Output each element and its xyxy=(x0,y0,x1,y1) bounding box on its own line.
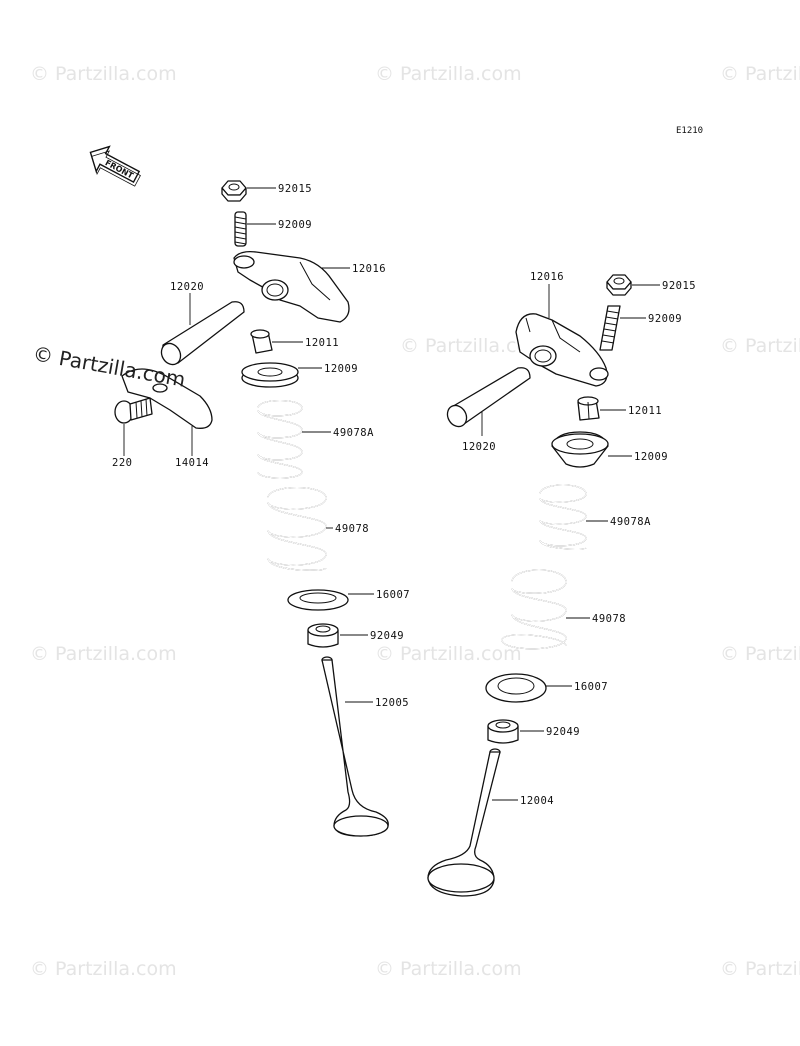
part-label: 12005 xyxy=(375,697,409,709)
right-valve-assembly: 12016 92015 92009 12011 12020 xyxy=(427,271,696,897)
outer-spring-icon xyxy=(501,569,567,650)
part-label: 92009 xyxy=(278,219,312,231)
watermark: © Partzilla.com xyxy=(720,643,800,665)
part-label: 49078A xyxy=(610,516,651,528)
nut-icon xyxy=(221,180,247,202)
part-label: 14014 xyxy=(175,457,209,469)
watermark: © Partzilla.com xyxy=(375,643,522,665)
diagram-code: E1210 xyxy=(676,126,703,136)
part-label: 12004 xyxy=(520,795,554,807)
part-label: 12009 xyxy=(324,363,358,375)
rocker-arm-icon xyxy=(515,313,609,387)
bolt-icon xyxy=(114,397,153,424)
rocker-arm-icon xyxy=(233,250,350,323)
part-label: 49078 xyxy=(592,613,626,625)
part-label: 49078 xyxy=(335,523,369,535)
part-label: 12020 xyxy=(462,441,496,453)
adjust-screw-icon xyxy=(599,305,621,351)
spring-retainer-icon xyxy=(551,431,609,468)
part-label: 12016 xyxy=(530,271,564,283)
part-label: 49078A xyxy=(333,427,374,439)
part-label: 12011 xyxy=(628,405,662,417)
left-valve-assembly: 92015 92009 12016 12020 xyxy=(112,180,410,837)
part-label: 92015 xyxy=(662,280,696,292)
watermark: © Partzilla.com xyxy=(720,335,800,357)
part-label: 12020 xyxy=(170,281,204,293)
watermark: © Partzilla.com xyxy=(400,335,547,357)
adjust-screw-icon xyxy=(234,211,247,247)
watermark: © Partzilla.com xyxy=(30,63,177,85)
outer-spring-icon xyxy=(267,487,327,571)
part-label: 92049 xyxy=(370,630,404,642)
collet-icon xyxy=(250,329,273,354)
part-label: 92009 xyxy=(648,313,682,325)
valve-icon xyxy=(321,656,389,837)
collet-icon xyxy=(577,396,600,421)
part-label: 92015 xyxy=(278,183,312,195)
watermark: © Partzilla.com xyxy=(720,63,800,85)
spring-seat-icon xyxy=(485,673,547,703)
part-label: 12016 xyxy=(352,263,386,275)
rocker-shaft-icon xyxy=(446,367,531,428)
inner-spring-icon xyxy=(257,400,303,479)
watermark-layer: © Partzilla.com © Partzilla.com © Partzi… xyxy=(30,63,800,980)
inner-spring-icon xyxy=(539,484,587,550)
watermark: © Partzilla.com xyxy=(375,958,522,980)
part-label: 16007 xyxy=(574,681,608,693)
valve-icon xyxy=(427,748,501,897)
plate-icon xyxy=(121,368,213,429)
watermark: © Partzilla.com xyxy=(30,958,177,980)
watermark: © Partzilla.com xyxy=(720,958,800,980)
front-arrow-icon: FRONT xyxy=(89,145,141,187)
stem-seal-icon xyxy=(487,719,519,744)
part-label: 16007 xyxy=(376,589,410,601)
spring-retainer-icon xyxy=(241,362,299,388)
watermark: © Partzilla.com xyxy=(30,643,177,665)
part-label: 92049 xyxy=(546,726,580,738)
part-label: 12011 xyxy=(305,337,339,349)
part-label: 12009 xyxy=(634,451,668,463)
stem-seal-icon xyxy=(307,623,339,648)
rocker-shaft-icon xyxy=(160,301,245,366)
watermark: © Partzilla.com xyxy=(375,63,522,85)
part-label: 220 xyxy=(112,457,132,469)
nut-icon xyxy=(606,274,632,296)
spring-seat-icon xyxy=(287,589,349,611)
